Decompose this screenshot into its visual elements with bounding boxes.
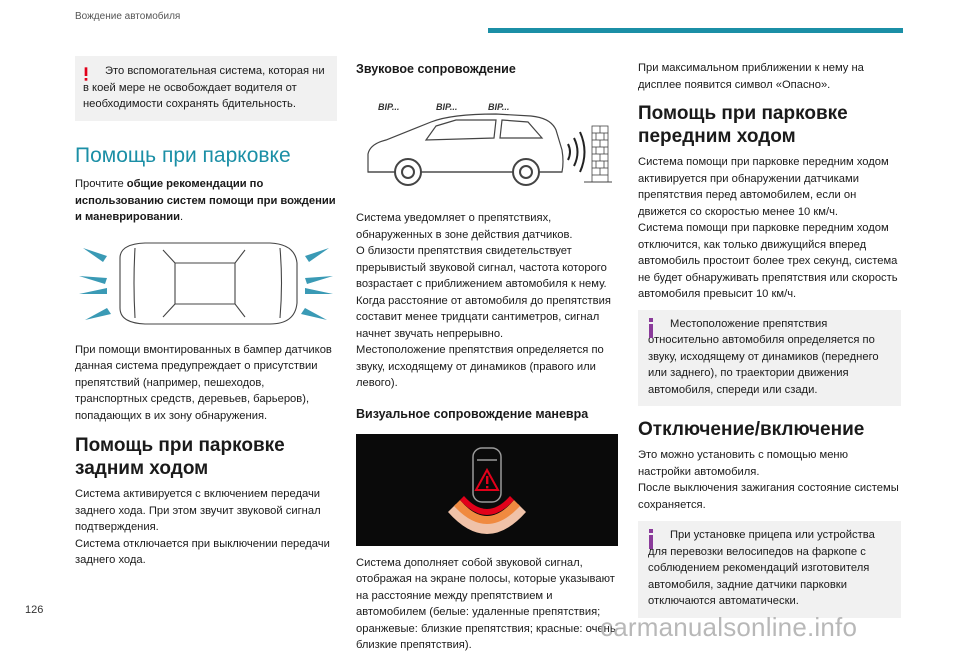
- onoff-title: Отключение/включение: [638, 419, 865, 440]
- danger-icon: [474, 467, 500, 491]
- header-accent-bar: [488, 28, 903, 33]
- column-1: Это вспомогательная система, которая ни …: [75, 56, 337, 569]
- rear-parking-title: Помощь при парковке задним ходом: [75, 435, 285, 479]
- info-text-1: Местоположение препятствия относительно …: [648, 317, 879, 396]
- arrow-icon: [83, 247, 107, 262]
- front-text-1: Система помощи при парковке передним ход…: [638, 156, 889, 218]
- page-number: 126: [25, 604, 44, 616]
- section-title: Помощь при парковке: [75, 144, 291, 167]
- sound-text-4: Местоположение препятствия определяется …: [356, 344, 604, 389]
- sound-text-2: О близости препятствия свидетельствует п…: [356, 245, 607, 290]
- onoff-text-1: Это можно установить с помощью меню наст…: [638, 449, 848, 478]
- info-icon: [649, 317, 653, 338]
- visual-display-image: [356, 433, 618, 546]
- sound-waves: [567, 131, 586, 173]
- danger-text: При максимальном приближении к нему на д…: [638, 62, 864, 91]
- info-box: При установке прицепа или устройства для…: [638, 521, 901, 618]
- visual-title: Визуальное сопровождение маневра: [356, 406, 589, 421]
- front-text-2: Система помощи при парковке передним ход…: [638, 222, 898, 300]
- wheels: [394, 158, 540, 186]
- front-parking-title: Помощь при парковке передним ходом: [638, 103, 848, 147]
- sensor-zones-diagram: [79, 241, 333, 325]
- column-3: При максимальном приближении к нему на д…: [638, 60, 901, 618]
- rear-text-1: Система активируется с включением переда…: [75, 488, 321, 533]
- exclamation-icon: [84, 67, 88, 81]
- recommendations-link-text: общие рекомендации по использованию сист…: [75, 178, 336, 223]
- beep-label: BIP...: [378, 102, 399, 112]
- onoff-text-2: После выключения зажигания состояние сис…: [638, 482, 899, 511]
- warning-box: Это вспомогательная система, которая ни …: [75, 56, 337, 121]
- beep-label: BIP...: [436, 102, 457, 112]
- rear-text-2: Система отключается при выключении перед…: [75, 537, 330, 567]
- watermark: carmanualsonline.info: [600, 612, 858, 642]
- visual-text: Система дополняет собой звуковой сигнал,…: [356, 556, 616, 652]
- info-text-2: При установке прицепа или устройства для…: [648, 529, 875, 607]
- rear-parking-sound-diagram: BIP... BIP... BIP...: [367, 102, 612, 186]
- read-recommendations: Прочтите общие рекомендации по использов…: [75, 178, 336, 223]
- warning-text: Это вспомогательная система, которая ни …: [83, 65, 325, 110]
- info-icon: [649, 529, 653, 549]
- sound-title: Звуковое сопровождение: [356, 62, 516, 76]
- sound-text-1: Система уведомляет о препятствиях, обнар…: [356, 212, 573, 241]
- obstacle-bands: [448, 495, 526, 534]
- running-header: Вождение автомобиля: [75, 11, 181, 22]
- sound-text-3: Когда расстояние от автомобиля до препят…: [356, 294, 611, 340]
- sensors-description: При помощи вмонтированных в бампер датчи…: [75, 343, 332, 422]
- brick-wall: [591, 125, 609, 183]
- column-2: Звуковое сопровождение BIP... BIP... BIP…: [356, 60, 618, 654]
- beep-label: BIP...: [488, 102, 509, 112]
- info-box: Местоположение препятствия относительно …: [638, 309, 901, 406]
